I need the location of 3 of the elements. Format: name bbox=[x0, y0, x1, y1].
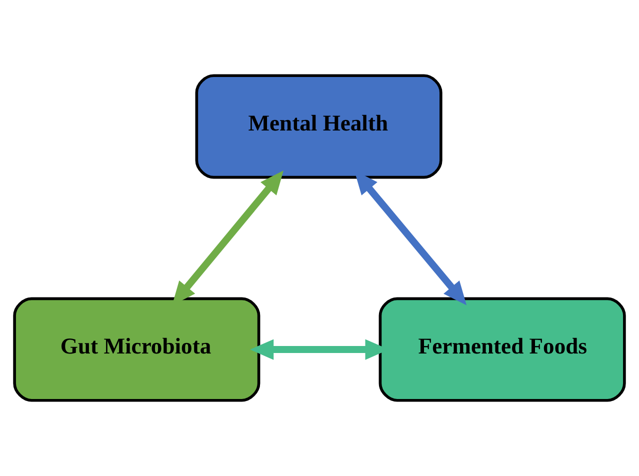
node-box: Mental Health bbox=[195, 74, 442, 179]
node-box: Gut Microbiota bbox=[13, 297, 260, 402]
node-box: Fermented Foods bbox=[378, 297, 626, 402]
